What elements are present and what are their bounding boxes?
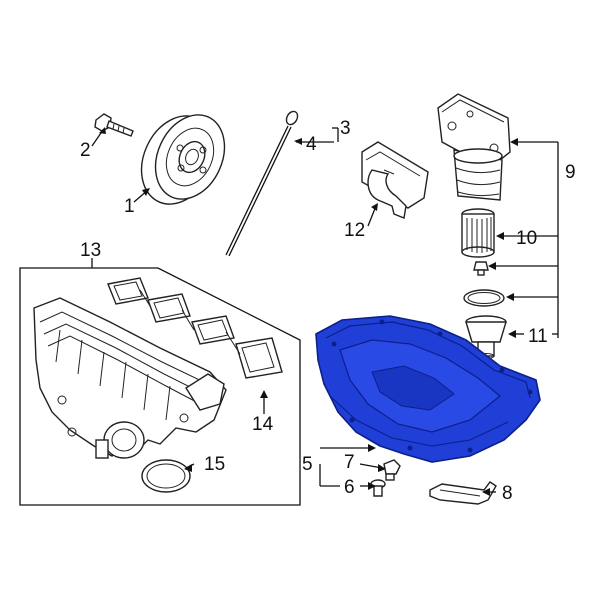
callout-6: 6: [344, 477, 355, 498]
part-intake-manifold: [33, 297, 227, 459]
callouts: 1 2 3 4 5 6 7 8 9 10 11 12 13 14 15: [80, 118, 576, 504]
callout-12: 12: [344, 220, 365, 241]
callout-8: 8: [502, 483, 513, 504]
callout-3: 3: [340, 118, 351, 139]
part-seal-ring: [141, 459, 191, 493]
callout-15: 15: [204, 454, 225, 475]
callout-5: 5: [302, 454, 313, 475]
callout-11: 11: [528, 326, 548, 347]
leader-lines: [91, 127, 559, 493]
part-filter-cap: [465, 315, 507, 359]
arrowheads: [99, 127, 518, 496]
part-bolt: [94, 113, 134, 137]
callout-2: 2: [80, 140, 91, 161]
part-dipstick: [225, 110, 299, 257]
callout-9: 9: [565, 162, 576, 183]
callout-13: 13: [80, 240, 101, 261]
part-oil-pan-highlighted: [315, 315, 541, 463]
part-manifold-gasket: [107, 277, 283, 379]
part-filter-cover: [361, 141, 429, 219]
callout-14: 14: [252, 414, 274, 435]
callout-10: 10: [516, 228, 537, 249]
part-washer-bolt: [370, 479, 386, 497]
part-filter-element: [461, 208, 495, 258]
part-drain-plug: [383, 459, 401, 481]
part-o-ring: [463, 289, 505, 307]
callout-4: 4: [306, 134, 317, 155]
callout-1: 1: [124, 196, 135, 217]
part-small-plug: [473, 261, 489, 276]
callout-7: 7: [344, 452, 355, 473]
part-baffle: [429, 481, 497, 505]
part-pulley: [140, 114, 226, 205]
intake-manifold-box: [19, 267, 301, 506]
part-oil-filter-housing: [437, 93, 511, 201]
